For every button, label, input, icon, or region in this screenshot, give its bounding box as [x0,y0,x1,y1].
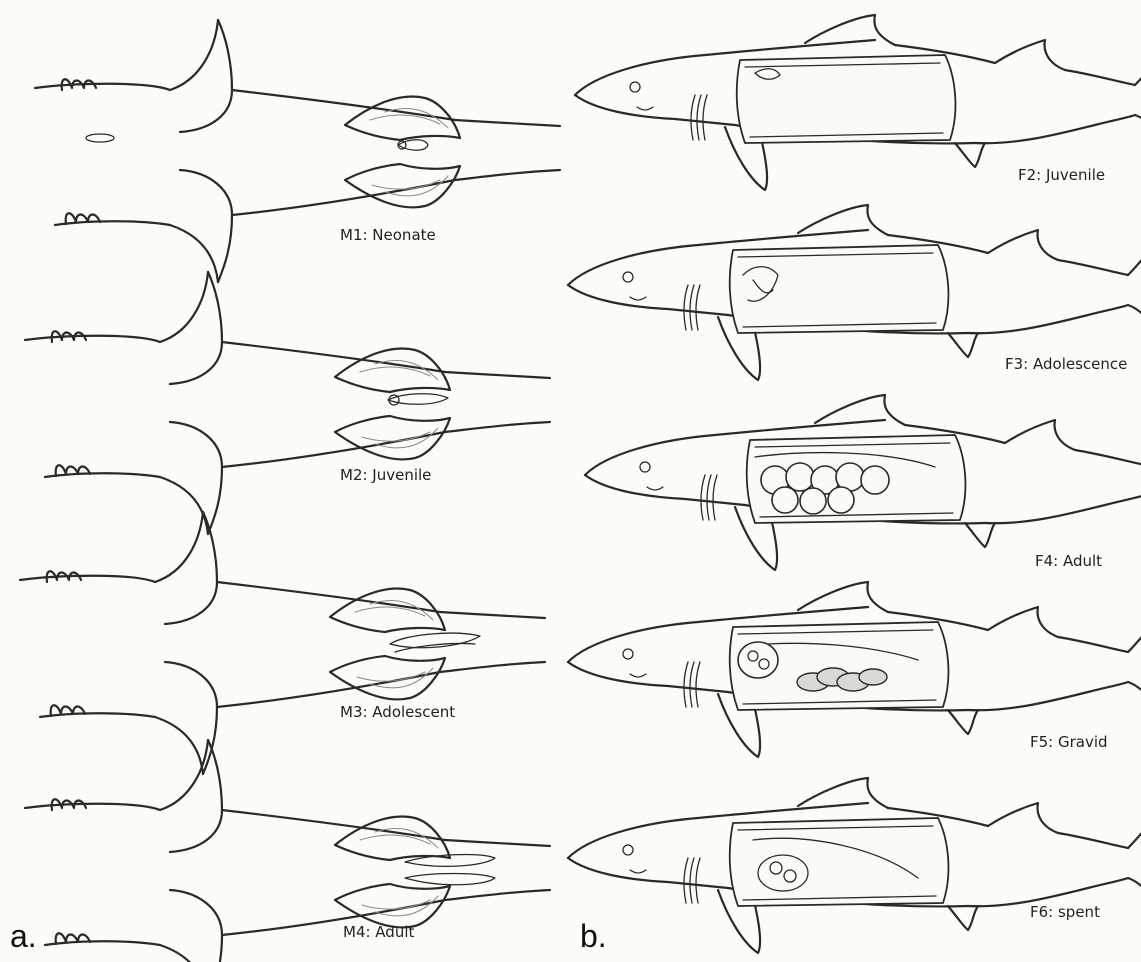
panel-label-a: a. [10,918,37,955]
caption-f2: F2: Juvenile [1018,166,1105,184]
caption-f3: F3: Adolescence [1005,355,1127,373]
male-stage-m2-drawing [25,272,550,534]
female-stage-f6-drawing [568,778,1141,953]
caption-f5: F5: Gravid [1030,733,1108,751]
female-stage-f4-drawing [585,395,1141,570]
panel-label-b: b. [580,918,607,955]
female-stage-f5-drawing [568,582,1141,757]
caption-m2: M2: Juvenile [340,466,431,484]
caption-f4: F4: Adult [1035,552,1102,570]
male-stage-m4-drawing [25,740,550,962]
male-stage-m1-drawing [35,20,560,282]
female-stage-f3-drawing [568,205,1141,380]
caption-m4: M4: Adult [343,923,414,941]
caption-m1: M1: Neonate [340,226,436,244]
caption-m3: M3: Adolescent [340,703,455,721]
caption-f6: F6: spent [1030,903,1100,921]
male-stage-m3-drawing [20,512,545,774]
female-stage-f2-drawing [575,15,1141,190]
